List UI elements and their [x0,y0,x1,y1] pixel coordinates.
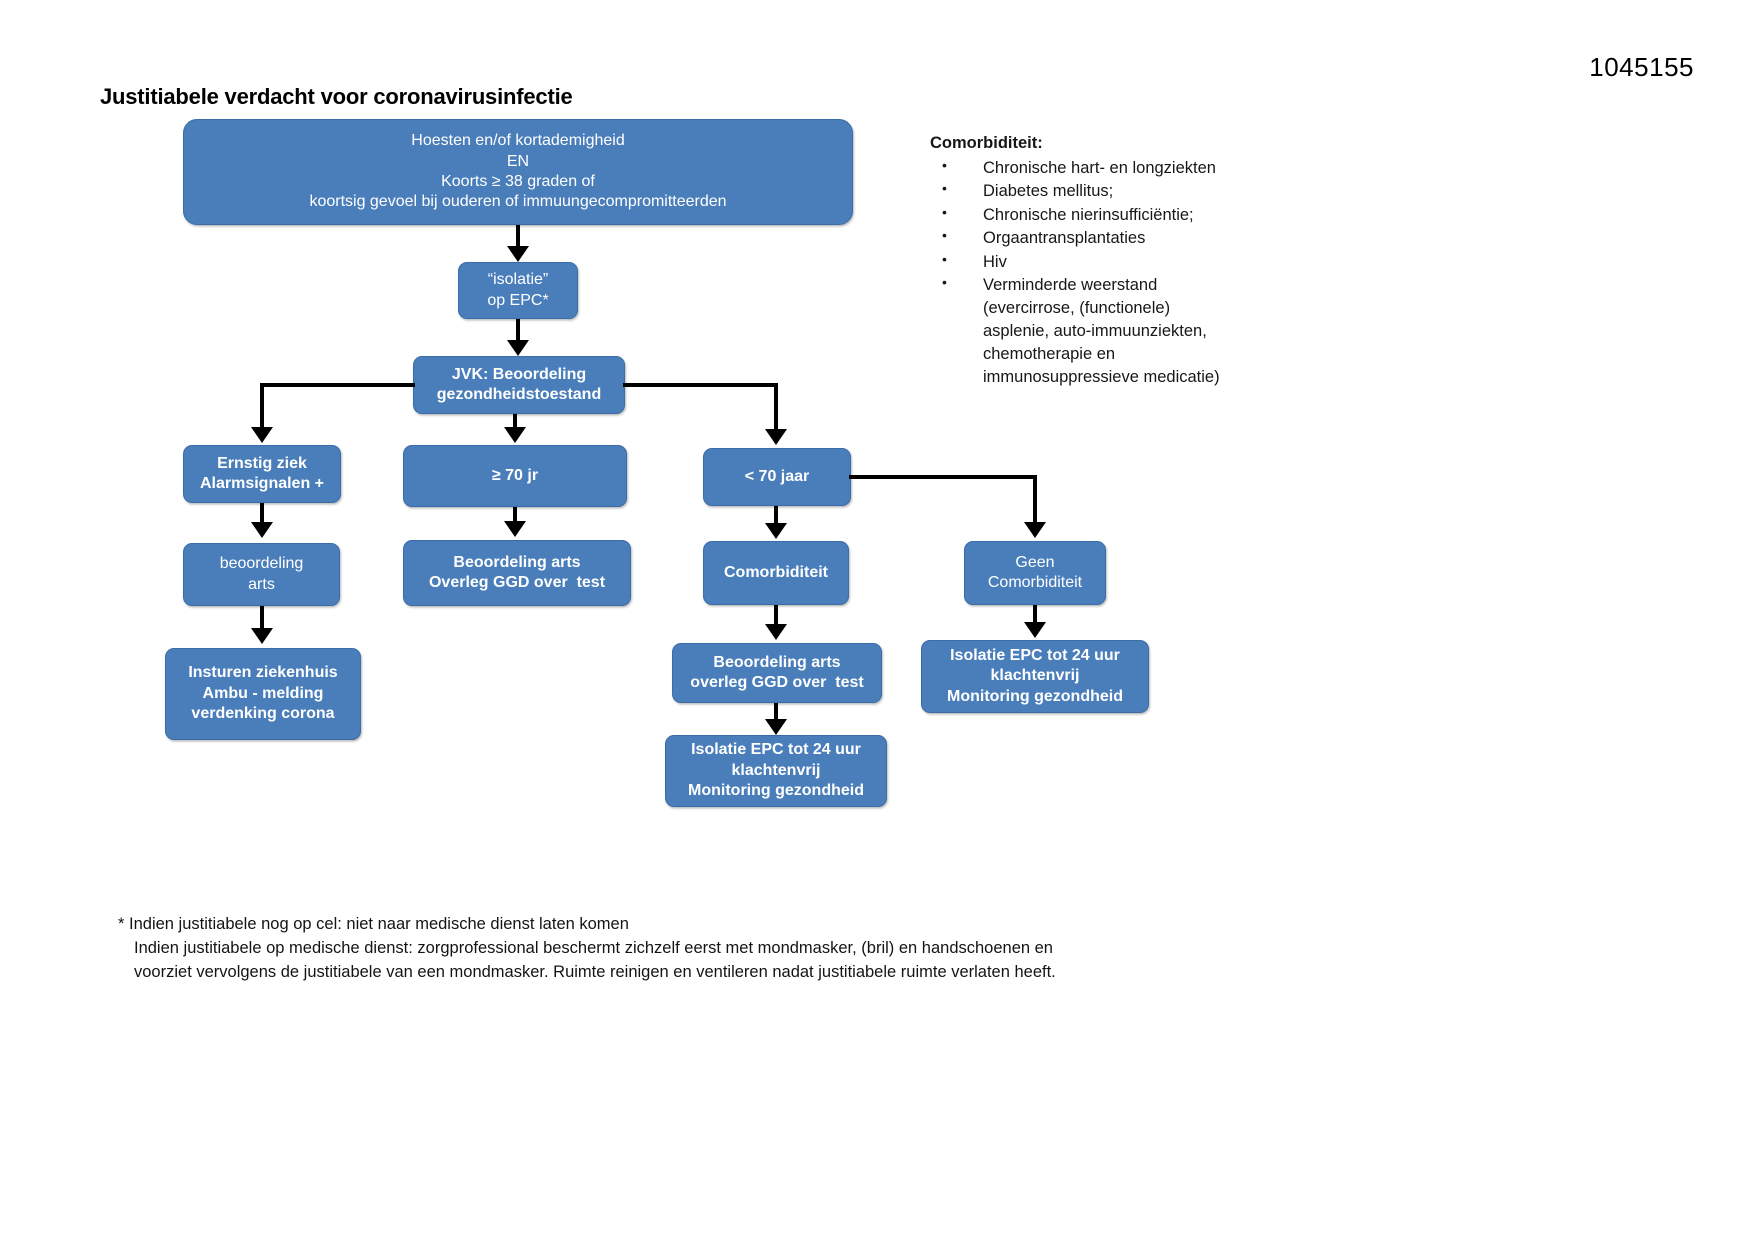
node-doctor-assessment-left-line-2: arts [248,575,275,593]
node-doctor-assessment-ggd-mid: Beoordeling arts Overleg GGD over test [403,540,631,606]
node-isolation-24h-mid-line-1: Isolatie EPC tot 24 uur [691,741,861,759]
node-isolation-24h-mid-line-3: Monitoring gezondheid [688,782,864,800]
node-symptoms: Hoesten en/of kortademigheid EN Koorts ≥… [183,119,853,225]
node-isolation-24h-mid: Isolatie EPC tot 24 uur klachtenvrij Mon… [665,735,887,807]
footnote-line-1: * Indien justitiabele nog op cel: niet n… [118,915,629,933]
node-doctor-assessment-ggd-mid-line-2: Overleg GGD over test [428,574,606,591]
node-jvk-assessment-line-2: gezondheidstoestand [436,386,602,403]
node-age-70-plus: ≥ 70 jr [403,445,627,507]
node-comorbidity-no-line-2: Comorbiditeit [987,574,1083,591]
edge-age70plus-to-doctorggd-arrow [504,521,526,537]
edge-jvk-to-ageunder70-line [774,383,778,431]
node-doctor-assessment-left: beoordeling arts [183,543,340,606]
node-hospital-admission: Insturen ziekenhuis Ambu - melding verde… [165,648,361,740]
list-item: Verminderde weerstand (evercirrose, (fun… [930,273,1230,389]
edge-comorbyes-to-doctorggd-arrow [765,624,787,640]
node-symptoms-line-2: EN [506,152,530,170]
edge-severelyill-to-doctor-line [260,503,264,523]
node-symptoms-line-4: koortsig gevoel bij ouderen of immuungec… [309,193,727,211]
node-doctor-assessment-ggd-right-line-1: Beoordeling arts [713,653,841,671]
comorbidity-heading: Comorbiditeit: [930,134,1043,152]
edge-ageunder70-to-comorbyes-arrow [765,523,787,539]
footnote-line-2: Indien justitiabele op medische dienst: … [134,938,1053,957]
edge-ageunder70-to-comorbno-hline [849,475,1037,479]
node-jvk-assessment: JVK: Beoordeling gezondheidstoestand [413,356,625,414]
edge-ageunder70-to-comorbyes-line [774,506,778,524]
list-item: Chronische hart- en longziekten [930,156,1230,180]
list-item: Orgaantransplantaties [930,226,1230,250]
node-isolation-24h-right: Isolatie EPC tot 24 uur klachtenvrij Mon… [921,640,1149,713]
node-isolation-24h-mid-line-2: klachtenvrij [731,761,821,779]
edge-comorbno-to-isolationright-arrow [1024,622,1046,638]
list-item: Hiv [930,250,1230,274]
node-severely-ill: Ernstig ziek Alarmsignalen + [183,445,341,503]
edge-symptoms-to-isolation-line [516,225,520,249]
node-age-70-plus-line-1: ≥ 70 jr [491,466,539,484]
node-symptoms-line-3: Koorts ≥ 38 graden of [441,173,595,190]
node-severely-ill-line-2: Alarmsignalen + [199,475,325,492]
node-symptoms-line-1: Hoesten en/of kortademigheid [411,132,625,150]
node-doctor-assessment-ggd-mid-line-1: Beoordeling arts [453,553,581,571]
edge-ageunder70-to-comorbno-vline [1033,475,1037,523]
node-comorbidity-yes-line-1: Comorbiditeit [724,563,828,581]
list-item: Chronische nierinsufficiëntie; [930,203,1230,227]
edge-comorbyes-to-doctorggd-line [774,605,778,625]
node-hospital-admission-line-2: Ambu - melding [202,684,324,702]
node-isolation-24h-right-line-3: Monitoring gezondheid [947,687,1123,705]
node-comorbidity-no: Geen Comorbiditeit [964,541,1106,605]
document-id: 1045155 [1589,52,1694,82]
node-isolation-24h-right-line-1: Isolatie EPC tot 24 uur [950,646,1120,664]
node-age-under-70: < 70 jaar [703,448,851,506]
edge-jvk-to-age70plus-line [513,414,517,429]
node-isolation-epc: “isolatie” op EPC* [458,262,578,319]
edge-isolation-to-jvk-arrow [507,340,529,356]
node-severely-ill-line-1: Ernstig ziek [217,454,307,472]
edge-age70plus-to-doctorggd-line [513,507,517,523]
node-age-under-70-line-1: < 70 jaar [744,467,810,485]
node-comorbidity-yes: Comorbiditeit [703,541,849,605]
edge-doctorggd-to-isolationmid-arrow [765,719,787,735]
node-isolation-epc-line-2: op EPC* [487,291,549,309]
edge-severelyill-to-doctor-arrow [251,522,273,538]
node-doctor-assessment-left-line-1: beoordeling [219,555,304,573]
page-title: Justitiabele verdacht voor coronavirusin… [100,84,573,109]
node-doctor-assessment-ggd-right-line-2: overleg GGD over test [690,674,864,691]
list-item: Diabetes mellitus; [930,179,1230,203]
edge-ageunder70-to-comorbno-arrow [1024,522,1046,538]
node-isolation-epc-line-1: “isolatie” [487,271,549,289]
edge-jvk-to-severely-ill-line [260,383,264,429]
node-isolation-24h-right-line-2: klachtenvrij [990,667,1080,685]
edge-doctor-to-hospital-arrow [251,628,273,644]
edge-isolation-to-jvk-line [516,319,520,341]
edge-jvk-to-ageunder70-arrow [765,429,787,445]
edge-jvk-bus-left [260,383,415,387]
comorbidity-list: Chronische hart- en longziekten Diabetes… [930,156,1230,389]
footnote-line-3: voorziet vervolgens de justitiabele van … [134,962,1056,981]
edge-jvk-to-severely-ill-arrow [251,427,273,443]
node-hospital-admission-line-1: Insturen ziekenhuis [188,664,338,682]
node-jvk-assessment-line-1: JVK: Beoordeling [451,365,587,383]
node-doctor-assessment-ggd-right: Beoordeling arts overleg GGD over test [672,643,882,703]
comorbidity-panel: Comorbiditeit: Chronische hart- en longz… [930,132,1230,389]
node-hospital-admission-line-3: verdenking corona [191,705,335,723]
footnote: * Indien justitiabele nog op cel: niet n… [118,913,1238,984]
edge-doctor-to-hospital-line [260,606,264,630]
edge-jvk-bus-right [623,383,778,387]
edge-jvk-to-age70plus-arrow [504,427,526,443]
edge-symptoms-to-isolation-arrow [507,246,529,262]
node-comorbidity-no-line-1: Geen [1015,553,1055,571]
edge-doctorggd-to-isolationmid-line [774,703,778,720]
edge-comorbno-to-isolationright-line [1033,605,1037,623]
